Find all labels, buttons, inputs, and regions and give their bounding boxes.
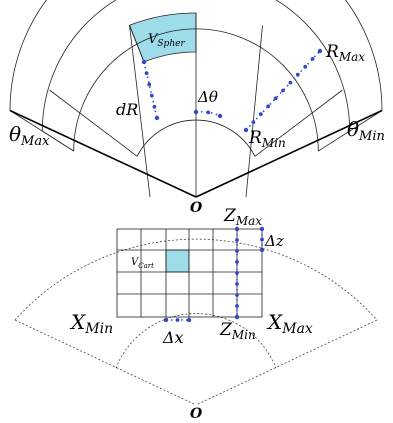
x-min-label: XMin bbox=[69, 310, 113, 337]
z-range-dots bbox=[234, 226, 240, 320]
dz-dots bbox=[259, 226, 265, 253]
marker-dot bbox=[310, 57, 315, 61]
marker-dot bbox=[273, 96, 278, 101]
marker-dot bbox=[235, 293, 239, 297]
marker-dot bbox=[206, 110, 211, 115]
r-range-marker-points bbox=[251, 57, 315, 124]
marker-dot bbox=[235, 238, 239, 242]
marker-dot bbox=[235, 304, 239, 308]
dx-dots bbox=[163, 317, 192, 323]
z-max-label: ZMax bbox=[223, 206, 262, 228]
r-min-label: RMin bbox=[248, 128, 286, 150]
z-range-marker-points bbox=[235, 238, 239, 308]
marker-dot bbox=[251, 120, 256, 124]
marker-dot bbox=[147, 82, 152, 87]
arc-2 bbox=[41, 0, 351, 132]
v-spher-label: VSpher bbox=[148, 32, 185, 49]
dR-marker bbox=[143, 61, 158, 119]
dtheta-label: Δθ bbox=[197, 88, 218, 106]
r-range-dots bbox=[243, 48, 323, 133]
theta-max-label: θMax bbox=[9, 122, 50, 149]
dz-marker-points bbox=[260, 237, 264, 242]
marker-dot bbox=[235, 271, 239, 275]
sector-left-edge bbox=[14, 319, 197, 406]
v-cart-cell bbox=[165, 249, 190, 273]
marker-dot bbox=[175, 318, 180, 322]
cartesian-grid bbox=[116, 228, 263, 318]
marker-dot bbox=[258, 112, 263, 117]
cartesian-sector: ZMax Δz VCart XMin XMax Δx ZMin O bbox=[14, 206, 378, 422]
r-range-marker bbox=[245, 50, 321, 131]
marker-dot bbox=[235, 249, 239, 253]
marker-dot bbox=[235, 260, 239, 264]
arc-outer bbox=[9, 0, 383, 111]
dx-marker-points bbox=[175, 318, 180, 322]
marker-dot bbox=[260, 237, 264, 242]
x-max-label: XMax bbox=[266, 310, 313, 337]
marker-dot bbox=[288, 80, 293, 85]
origin-bottom-label: O bbox=[190, 406, 203, 422]
marker-dot bbox=[266, 104, 271, 109]
theta-min-label: θMin bbox=[347, 117, 385, 144]
marker-dot bbox=[281, 88, 285, 93]
dz-label: Δz bbox=[264, 232, 284, 250]
radial-lines bbox=[9, 13, 383, 198]
dR-label: dR bbox=[116, 100, 138, 119]
marker-dot bbox=[303, 64, 308, 69]
marker-dot bbox=[144, 71, 149, 76]
v-cart-label: VCart bbox=[131, 257, 154, 270]
origin-top-label: O bbox=[190, 200, 203, 216]
spherical-sector: VSpher dR Δθ RMax RMin θMax θMin O bbox=[9, 0, 385, 216]
dtheta-dots bbox=[193, 109, 223, 119]
marker-dot bbox=[235, 282, 239, 286]
theta-min-edge bbox=[195, 109, 383, 198]
dtheta-marker-points bbox=[206, 110, 211, 115]
sector-outer-arc bbox=[14, 238, 378, 321]
theta-max-edge bbox=[9, 109, 197, 198]
sector-inner-arc bbox=[115, 313, 277, 369]
marker-dot bbox=[295, 72, 300, 77]
marker-dot bbox=[149, 93, 154, 98]
marker-dot bbox=[152, 104, 157, 109]
z-min-label: ZMin bbox=[219, 320, 256, 342]
sector-right-edge bbox=[195, 319, 378, 406]
dR-dots bbox=[141, 59, 160, 121]
dR-marker-points bbox=[144, 71, 157, 109]
v-spher-cell bbox=[128, 12, 197, 63]
dx-label: Δx bbox=[162, 328, 184, 347]
r-max-label: RMax bbox=[325, 42, 365, 64]
